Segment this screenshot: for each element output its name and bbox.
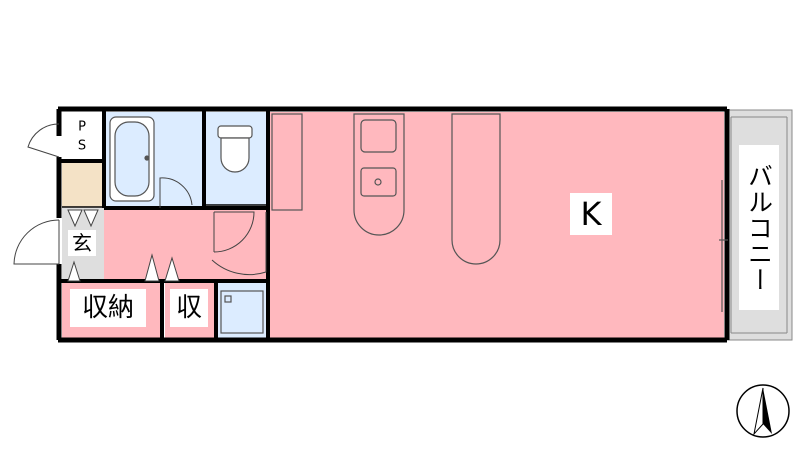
kitchen-counter [271,113,303,211]
storage-doors [67,209,180,282]
ps-label: S [78,139,86,154]
washing-machine-space [218,283,266,338]
ps-door [27,123,60,158]
walls [56,106,730,343]
washing-machine-icon [220,290,264,334]
bath-door [159,177,193,208]
closet-outline [451,113,501,265]
storage-label: 収納 [82,293,134,323]
balcony-label: バルコニー [745,163,774,293]
ps-label: P [78,120,86,135]
kitchen-label: K [581,195,603,233]
room-door [211,212,267,276]
kitchen-appliance [353,113,405,236]
toilet-icon [217,125,253,173]
entrance-label: 玄 [72,231,92,255]
entrance-door [13,219,60,265]
north-arrow-icon [736,384,790,438]
balcony-window [719,180,728,312]
storage-small-label: 収 [176,293,202,323]
bathtub-icon [109,116,155,202]
shoe-box [62,163,102,207]
pipe-space [62,112,102,160]
toilet-door [213,211,255,253]
inner-walls [60,110,270,338]
main-room [268,112,724,338]
corridor [104,208,268,280]
